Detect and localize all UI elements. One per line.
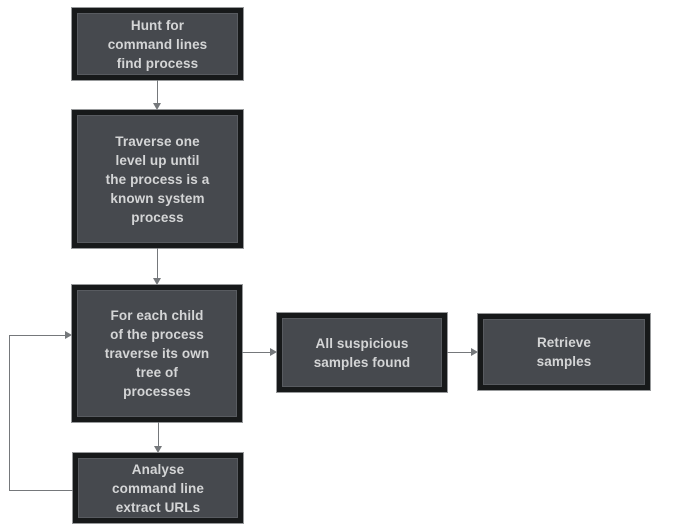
connector-traverse-up-to-traverse-children [157,248,158,278]
connector-loop-back-top-segment [9,335,65,336]
flow-node-traverse-children: For each child of the process traverse i… [72,285,242,422]
connector-traverse-children-to-samples-found [242,352,270,353]
flow-node-traverse-up-label: Traverse one level up until the process … [105,133,210,225]
flow-node-traverse-up: Traverse one level up until the process … [72,110,243,248]
flow-node-samples-found: All suspicious samples found [277,313,447,392]
connector-traverse-children-to-analyse [158,422,159,446]
arrowhead-right-icon [471,348,478,356]
flow-node-retrieve: Retrieve samples [478,314,650,390]
arrowhead-down-icon [154,446,162,453]
flow-node-traverse-children-label: For each child of the process traverse i… [104,308,210,399]
connector-loop-back-bottom-segment [9,490,73,491]
connector-loop-back-vertical-segment [9,335,10,491]
flow-node-samples-found-label: All suspicious samples found [313,335,411,370]
flow-node-retrieve-label: Retrieve samples [536,335,592,369]
connector-samples-found-to-retrieve [447,352,471,353]
flow-node-analyse-label: Analyse command line extract URLs [112,461,204,515]
arrowhead-down-icon [153,103,161,110]
flow-node-hunt-label: Hunt for command lines find process [107,17,208,71]
connector-hunt-to-traverse-up [157,80,158,103]
arrowhead-down-icon [153,278,161,285]
arrowhead-right-icon [65,331,72,339]
flow-node-analyse: Analyse command line extract URLs [73,453,243,523]
arrowhead-right-icon [270,348,277,356]
flow-node-hunt: Hunt for command lines find process [72,8,243,80]
